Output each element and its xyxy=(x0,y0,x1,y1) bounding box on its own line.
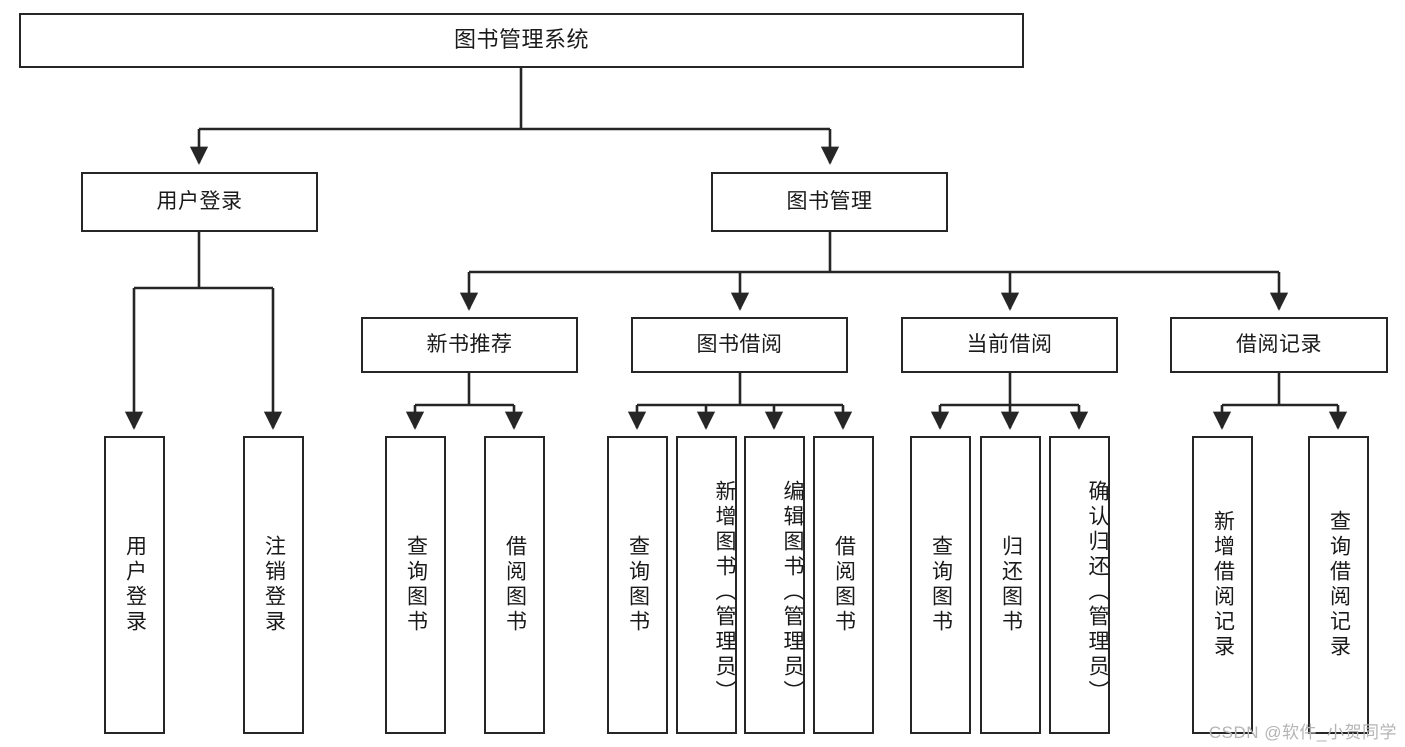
node-label: 归还图书 xyxy=(999,535,1023,635)
node-label: 借阅图书 xyxy=(503,535,527,635)
node-label: 用户登录 xyxy=(123,535,147,635)
node-label: 用户登录 xyxy=(156,190,243,214)
node-label: 借阅图书 xyxy=(832,535,856,635)
node-current-borrowing[interactable]: 当前借阅 xyxy=(901,317,1118,373)
leaf-current-borrow-query-books[interactable]: 查询图书 xyxy=(910,436,971,734)
node-borrowing-records[interactable]: 借阅记录 xyxy=(1170,317,1388,373)
node-label: 编辑图书（管理员） xyxy=(781,479,804,705)
leaf-records-add-borrow-record[interactable]: 新增借阅记录 xyxy=(1192,436,1253,734)
node-book-borrowing[interactable]: 图书借阅 xyxy=(631,317,848,373)
node-label: 查询借阅记录 xyxy=(1327,510,1351,660)
node-label: 图书管理系统 xyxy=(453,27,589,53)
node-label: 查询图书 xyxy=(404,535,428,635)
node-root-book-management-system[interactable]: 图书管理系统 xyxy=(19,13,1024,68)
leaf-new-book-borrow-books[interactable]: 借阅图书 xyxy=(484,436,545,734)
node-label: 新书推荐 xyxy=(426,333,513,357)
leaf-user-login-login[interactable]: 用户登录 xyxy=(104,436,165,734)
leaf-book-borrow-query-books[interactable]: 查询图书 xyxy=(607,436,668,734)
node-label: 查询图书 xyxy=(626,535,650,635)
node-user-login[interactable]: 用户登录 xyxy=(81,172,318,232)
csdn-watermark: CSDN @软件_小贺同学 xyxy=(1208,723,1397,742)
leaf-book-borrow-borrow-books[interactable]: 借阅图书 xyxy=(813,436,874,734)
leaf-user-login-logout[interactable]: 注销登录 xyxy=(243,436,304,734)
node-label: 当前借阅 xyxy=(966,333,1053,357)
node-label: 图书借阅 xyxy=(696,333,783,357)
node-book-management[interactable]: 图书管理 xyxy=(711,172,948,232)
node-label: 确认归还（管理员） xyxy=(1086,479,1109,705)
leaf-records-query-borrow-record[interactable]: 查询借阅记录 xyxy=(1308,436,1369,734)
leaf-new-book-query-books[interactable]: 查询图书 xyxy=(385,436,446,734)
leaf-current-borrow-return-books[interactable]: 归还图书 xyxy=(980,436,1041,734)
node-label: 查询图书 xyxy=(929,535,953,635)
node-label: 新增借阅记录 xyxy=(1211,510,1235,660)
leaf-book-borrow-edit-book-admin[interactable]: 编辑图书（管理员） xyxy=(744,436,805,734)
leaf-book-borrow-add-book-admin[interactable]: 新增图书（管理员） xyxy=(676,436,737,734)
node-new-book-recommendation[interactable]: 新书推荐 xyxy=(361,317,578,373)
node-label: 借阅记录 xyxy=(1236,333,1322,357)
leaf-current-borrow-confirm-return-admin[interactable]: 确认归还（管理员） xyxy=(1049,436,1110,734)
node-label: 注销登录 xyxy=(262,535,286,635)
node-label: 图书管理 xyxy=(786,190,873,214)
node-label: 新增图书（管理员） xyxy=(713,479,736,705)
